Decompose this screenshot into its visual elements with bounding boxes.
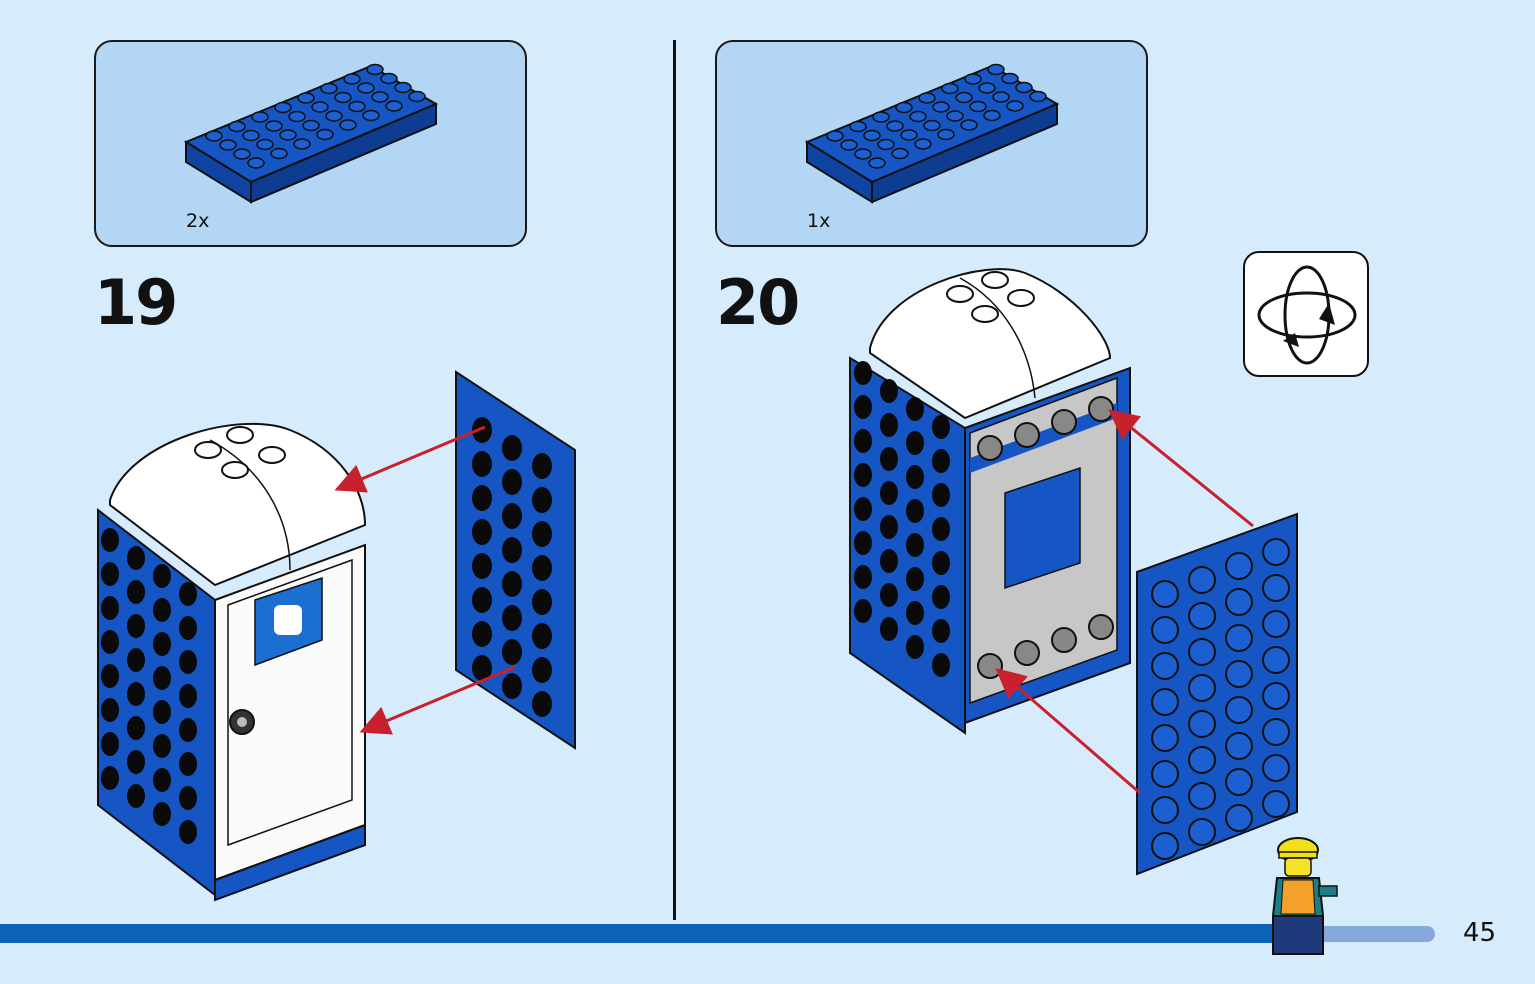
toilet-sign-icon xyxy=(254,576,323,667)
parts-quantity: 2x xyxy=(186,210,210,232)
plate-4x8-icon xyxy=(183,63,439,204)
parts-callout-step-20: 1x xyxy=(715,40,1148,247)
plate-4x8-incoming-step-19 xyxy=(455,370,576,750)
step-divider xyxy=(673,40,676,920)
page-number: 45 xyxy=(1463,918,1497,948)
footer-progress-bar xyxy=(0,924,1320,943)
plate-4x8-incoming-step-20 xyxy=(1136,512,1298,876)
plate-4x8-icon xyxy=(804,63,1060,204)
footer-progress-bar-end xyxy=(1300,926,1435,942)
construction-worker-minifigure xyxy=(1271,837,1338,955)
step-number-20: 20 xyxy=(716,266,800,339)
toilet-booth-model-step-20 xyxy=(849,268,1131,735)
rotate-model-icon xyxy=(1243,251,1369,377)
parts-quantity: 1x xyxy=(807,210,831,232)
toilet-booth-model-step-19 xyxy=(97,422,367,902)
parts-callout-step-19: 2x xyxy=(94,40,527,247)
step-number-19: 19 xyxy=(94,266,178,339)
